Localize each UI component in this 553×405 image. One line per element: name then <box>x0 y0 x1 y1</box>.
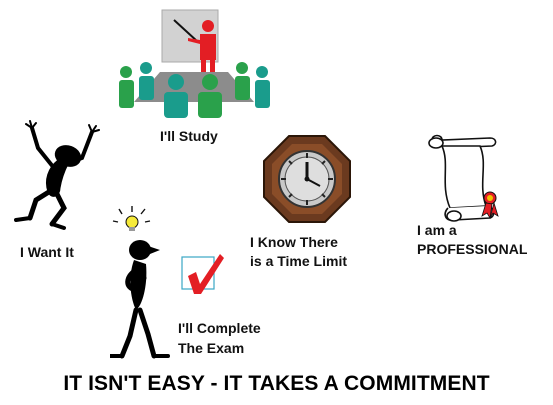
diploma-scroll-icon <box>428 134 499 222</box>
professional-label-line1: I am a <box>417 222 457 238</box>
red-checkmark-icon <box>181 254 224 294</box>
idea-person-icon <box>110 206 170 359</box>
study-label: I'll Study <box>160 128 218 144</box>
time-label-line2: is a Time Limit <box>250 253 347 269</box>
exam-label-line1: I'll Complete <box>178 320 261 336</box>
professional-label-line2: PROFESSIONAL <box>417 241 528 257</box>
octagon-clock-icon <box>263 135 351 223</box>
commitment-banner: IT ISN'T EASY - IT TAKES A COMMITMENT <box>63 372 490 395</box>
exam-label-line2: The Exam <box>178 340 245 356</box>
want-label: I Want It <box>20 244 74 260</box>
jumping-person-icon <box>14 120 100 230</box>
time-label-line1: I Know There <box>250 234 338 250</box>
classroom-lecture-icon <box>119 9 270 118</box>
